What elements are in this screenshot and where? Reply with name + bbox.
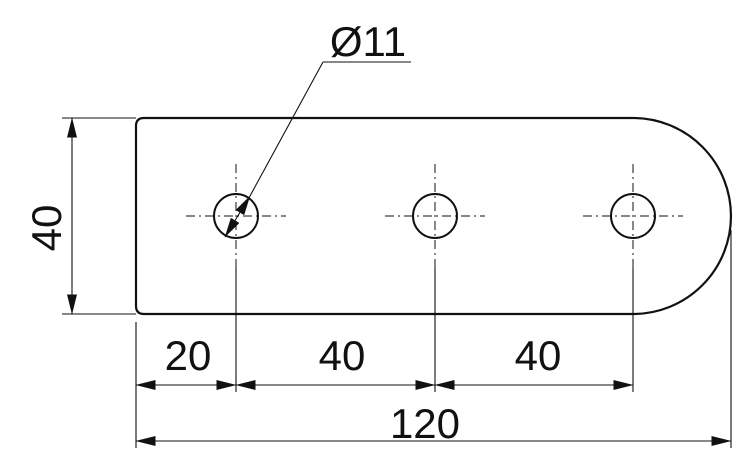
overall-length-dimension-label: 120 bbox=[390, 400, 460, 447]
pitch-2-dimension-label: 40 bbox=[515, 332, 562, 379]
offset-dimension-label: 20 bbox=[165, 332, 212, 379]
pitch-1-dimension-label: 40 bbox=[319, 332, 366, 379]
diameter-label: Ø11 bbox=[330, 18, 406, 65]
part-outline bbox=[134, 116, 733, 316]
diameter-dimension-line bbox=[224, 195, 251, 238]
height-dimension-label: 40 bbox=[23, 205, 70, 252]
diameter-leader-line bbox=[249, 61, 324, 197]
